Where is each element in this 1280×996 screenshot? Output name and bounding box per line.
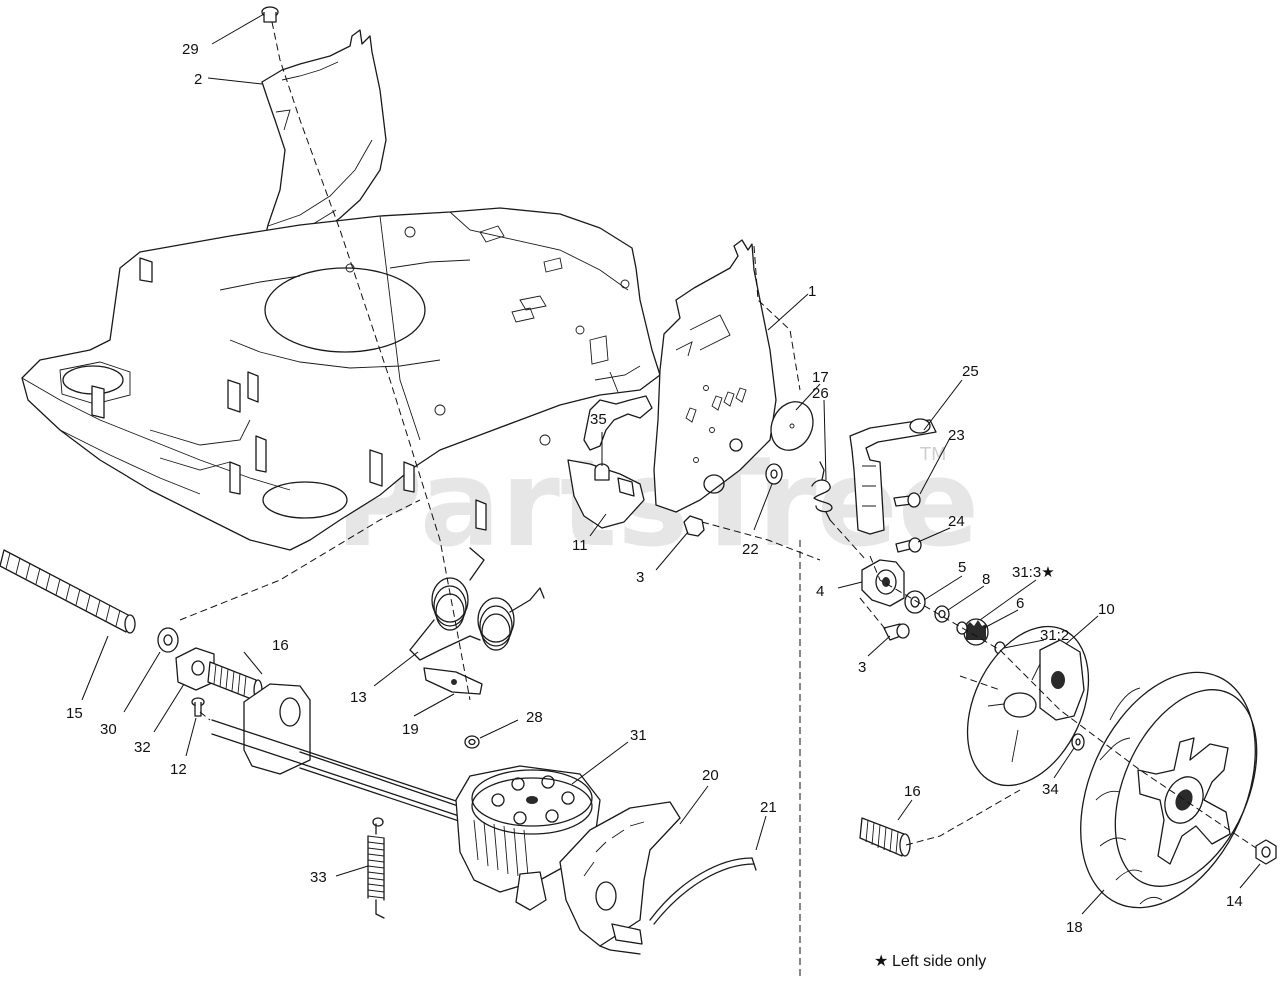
callout-1: 1 — [808, 283, 816, 300]
callout-32: 32 — [134, 739, 151, 756]
callout-31: 31 — [630, 727, 647, 744]
bolt-part-12 — [191, 697, 205, 717]
bolt-part-35 — [594, 463, 610, 481]
nut-part-14 — [1255, 839, 1277, 865]
callout-13: 13 — [350, 689, 367, 706]
cover-plate-part-11 — [567, 459, 645, 529]
callout-2: 2 — [194, 71, 202, 88]
callout-10: 10 — [1098, 601, 1115, 618]
threaded-rod-part-15 — [0, 549, 136, 634]
extension-spring-part-33 — [367, 817, 385, 919]
callout-15: 15 — [66, 705, 83, 722]
callout-16-right: 16 — [904, 783, 921, 800]
callout-30: 30 — [100, 721, 117, 738]
callout-29: 29 — [182, 41, 199, 58]
callout-11: 11 — [572, 537, 588, 554]
callout-31-2: 31:2 — [1040, 627, 1069, 644]
callout-26: 26 — [812, 385, 829, 402]
callout-14: 14 — [1226, 893, 1243, 910]
rivet-part-29 — [261, 6, 279, 23]
callout-34: 34 — [1042, 781, 1059, 798]
callout-8: 8 — [982, 571, 990, 588]
callout-12: 12 — [170, 761, 187, 778]
watermark-trademark: TM — [919, 444, 947, 465]
callout-33: 33 — [310, 869, 327, 886]
callout-24: 24 — [948, 513, 965, 530]
callout-20: 20 — [702, 767, 719, 784]
gear-plate-part-10 — [966, 625, 1090, 787]
washer-part-30 — [157, 627, 179, 653]
torsion-springs-part-13 — [409, 547, 545, 661]
washer-part-5 — [904, 590, 926, 614]
callout-17: 17 — [812, 369, 829, 386]
callout-25: 25 — [962, 363, 979, 380]
pivot-bracket-part-4 — [861, 559, 905, 607]
callout-6: 6 — [1016, 595, 1024, 612]
rear-axle-assembly — [211, 683, 681, 955]
callout-18: 18 — [1066, 919, 1083, 936]
callout-3-upper: 3 — [636, 569, 644, 586]
callout-labels: 29 2 1 17 26 25 35 23 24 11 22 3 4 5 8 3… — [66, 41, 1243, 936]
bolt-part-3-upper — [683, 515, 705, 537]
wire-spring-part-21 — [649, 857, 757, 925]
callout-16-left: 16 — [272, 637, 289, 654]
wheel-part-18 — [1080, 671, 1258, 909]
spring-part-16-right — [859, 817, 911, 857]
callout-23: 23 — [948, 427, 965, 444]
callout-22: 22 — [742, 541, 759, 558]
side-plate-part-1 — [583, 239, 777, 513]
bolt-part-23 — [893, 492, 921, 508]
side-plate-slots — [685, 385, 747, 463]
footnote-symbol: ★ — [874, 953, 888, 970]
callout-35: 35 — [590, 411, 607, 428]
washer-part-22 — [765, 463, 783, 485]
spring-part-26 — [811, 461, 833, 521]
footnote-text: Left side only — [892, 953, 986, 970]
bolt-part-3-lower — [883, 623, 910, 641]
callout-21: 21 — [760, 799, 777, 816]
callout-31-3: 31:3★ — [1012, 564, 1055, 581]
callout-4: 4 — [816, 583, 824, 600]
spring-part-16-left — [207, 661, 263, 701]
handle-bracket-part-2 — [261, 29, 387, 256]
nut-part-28 — [464, 735, 480, 749]
leader-lines — [81, 13, 1261, 915]
callout-3-lower: 3 — [858, 659, 866, 676]
footnote: ★ Left side only — [874, 953, 986, 970]
callout-19: 19 — [402, 721, 419, 738]
plate-part-19 — [423, 667, 483, 695]
gear-part-6 — [956, 618, 989, 646]
assembly-lines — [179, 21, 1257, 980]
callout-28: 28 — [526, 709, 543, 726]
bracket-part-32 — [175, 647, 215, 691]
washer-part-34 — [1071, 733, 1085, 751]
mower-deck-frame — [21, 207, 661, 551]
callout-5: 5 — [958, 559, 966, 576]
